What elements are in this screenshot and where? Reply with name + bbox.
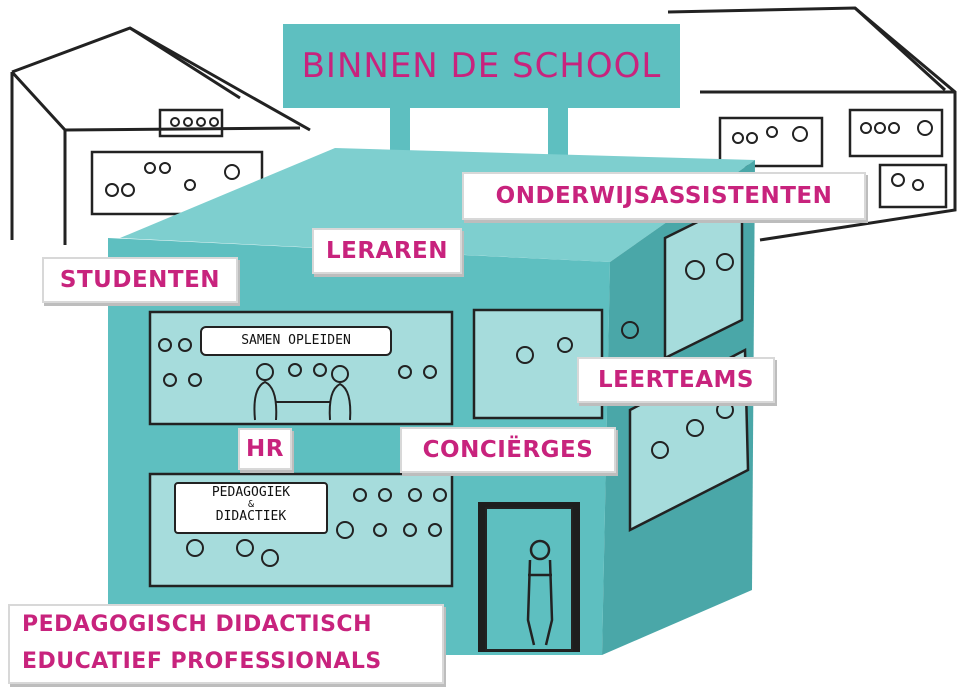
pedagogiek-amp: & xyxy=(247,499,255,510)
label-onderwijsassistenten: ONDERWIJSASSISTENTEN xyxy=(462,172,866,220)
label-hr: HR xyxy=(238,428,292,470)
label-leraren: LERAREN xyxy=(312,228,462,274)
title-sign: BINNEN DE SCHOOL xyxy=(283,24,680,108)
pedagogiek-board: PEDAGOGIEK & DIDACTIEK xyxy=(174,482,328,534)
label-pedagogisch-line1: PEDAGOGISCH DIDACTISCH xyxy=(22,612,372,637)
school-door[interactable] xyxy=(478,502,580,652)
pedagogiek-line2: DIDACTIEK xyxy=(215,509,287,524)
label-leerteams: LEERTEAMS xyxy=(577,357,775,403)
label-pedagogisch-line2: EDUCATIEF PROFESSIONALS xyxy=(22,649,382,674)
left-house-drawing xyxy=(10,26,311,245)
right-house-drawing xyxy=(667,6,957,242)
title-sign-text: BINNEN DE SCHOOL xyxy=(301,46,662,86)
pedagogiek-line1: PEDAGOGIEK xyxy=(211,485,291,500)
samen-opleiden-board: SAMEN OPLEIDEN xyxy=(200,326,392,356)
label-studenten: STUDENTEN xyxy=(42,257,238,303)
people-drawings xyxy=(105,117,933,567)
label-concierges: CONCIËRGES xyxy=(400,427,616,473)
label-pedagogisch-educatief: PEDAGOGISCH DIDACTISCH EDUCATIEF PROFESS… xyxy=(8,604,444,684)
